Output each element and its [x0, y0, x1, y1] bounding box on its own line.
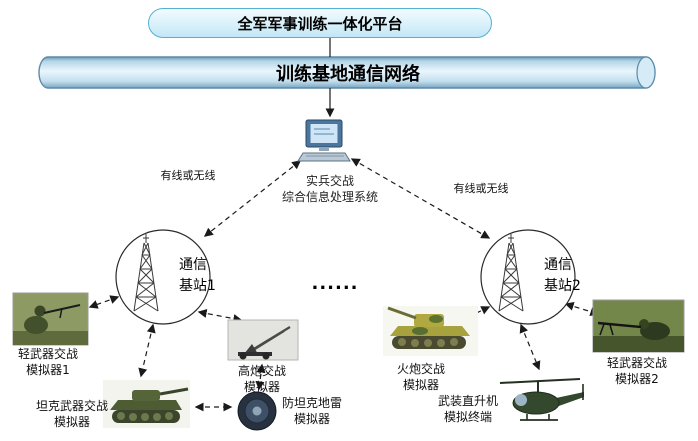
- link-label-right: 有线或无线: [443, 182, 519, 196]
- station1-label-line1: 通信: [179, 257, 207, 273]
- station1-circle: [115, 229, 211, 325]
- label-light-weapon-sim-1: 轻武器交战 模拟器1: [6, 347, 90, 378]
- network-title-text: 训练基地通信网络: [276, 63, 420, 85]
- link-processor-station1: [203, 160, 302, 237]
- aa-gun-sim-image: [227, 319, 299, 361]
- label-artillery-line2: 模拟器: [402, 377, 439, 392]
- link-station1-tank: [138, 323, 156, 378]
- label-light2-line2: 模拟器2: [615, 371, 659, 386]
- light-weapon-sim-2-image: [592, 299, 685, 353]
- label-artillery-sim: 火炮交战 模拟器: [379, 362, 463, 393]
- station2-label-line1: 通信: [544, 257, 572, 273]
- network-pipe: [38, 56, 656, 89]
- link-station2-heli: [519, 323, 541, 371]
- label-light2-line1: 轻武器交战: [606, 356, 667, 370]
- label-aa-gun-sim: 高炮交战 模拟器: [222, 364, 302, 395]
- label-heli-line1: 武装直升机: [437, 394, 498, 408]
- label-tank-weapon-sim: 坦克武器交战 模拟器: [28, 399, 116, 430]
- station2-label: 通信 基站2: [544, 255, 581, 297]
- platform-title: 全军军事训练一体化平台: [237, 14, 403, 33]
- label-mine-line1: 防坦克地雷: [281, 396, 342, 410]
- label-aa-line1: 高炮交战: [237, 364, 286, 378]
- label-mine-line2: 模拟器: [293, 411, 330, 426]
- label-artillery-line1: 火炮交战: [396, 362, 445, 376]
- link-station1-light1: [88, 295, 120, 309]
- label-tank-line2: 模拟器: [53, 414, 90, 429]
- link-station1-aa: [197, 309, 243, 323]
- station2-label-line2: 基站2: [544, 278, 581, 294]
- label-heli-line2: 模拟终端: [443, 409, 492, 424]
- processor-computer-icon: [297, 119, 351, 162]
- processor-label-line1: 实兵交战: [305, 174, 354, 188]
- processor-label-line2: 综合信息处理系统: [281, 189, 378, 204]
- link-label-left: 有线或无线: [150, 169, 226, 183]
- station1-label: 通信 基站1: [179, 255, 216, 297]
- platform-box: 全军军事训练一体化平台: [148, 8, 492, 38]
- link-aa-mine: [255, 363, 266, 391]
- at-mine-sim-image: [237, 391, 277, 431]
- label-at-mine-sim: 防坦克地雷 模拟器: [274, 396, 350, 427]
- link-label-left-text: 有线或无线: [160, 169, 216, 182]
- label-helicopter-sim: 武装直升机 模拟终端: [426, 394, 510, 425]
- station1-label-line2: 基站1: [179, 278, 216, 294]
- ellipsis-dots: ......: [303, 272, 367, 295]
- tank-weapon-sim-image: [103, 380, 190, 428]
- label-light1-line1: 轻武器交战: [17, 347, 78, 361]
- light-weapon-sim-1-image: [12, 292, 89, 346]
- station2-circle: [480, 229, 576, 325]
- label-aa-line2: 模拟器: [243, 379, 280, 394]
- artillery-sim-image: [383, 306, 478, 356]
- ellipsis-text: ......: [311, 273, 359, 294]
- label-light1-line2: 模拟器1: [26, 362, 70, 377]
- label-tank-line1: 坦克武器交战: [35, 399, 108, 413]
- link-label-right-text: 有线或无线: [453, 182, 509, 195]
- helicopter-sim-image: [499, 378, 584, 421]
- network-title: 训练基地通信网络: [40, 57, 656, 88]
- processor-label: 实兵交战 综合信息处理系统: [250, 174, 410, 205]
- label-light-weapon-sim-2: 轻武器交战 模拟器2: [595, 356, 679, 387]
